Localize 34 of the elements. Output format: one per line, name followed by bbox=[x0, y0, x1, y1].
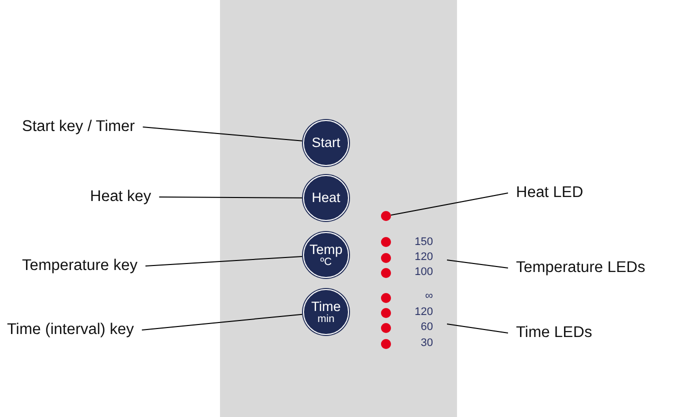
key-button: Temp ºC bbox=[303, 232, 349, 278]
scale-value: 100 bbox=[414, 266, 433, 279]
scale-value: 150 bbox=[414, 236, 433, 249]
led-indicator bbox=[381, 211, 391, 221]
led-indicator bbox=[381, 339, 391, 349]
callout-label: Start key / Timer bbox=[22, 117, 135, 137]
leader-line bbox=[446, 260, 508, 268]
led-indicator bbox=[381, 293, 391, 303]
key-button: Heat bbox=[303, 175, 349, 221]
callout-label: Temperature key bbox=[22, 256, 138, 276]
leader-line bbox=[144, 256, 303, 266]
scale-value: 30 bbox=[420, 337, 433, 350]
callout-label: Temperature LEDs bbox=[516, 258, 646, 278]
led-indicator bbox=[381, 253, 391, 263]
scale-value: 120 bbox=[414, 306, 433, 319]
key-button: Time min bbox=[303, 289, 349, 335]
leader-line bbox=[141, 314, 303, 330]
key-button: Start bbox=[303, 120, 349, 166]
led-indicator bbox=[381, 268, 391, 278]
scale-value: 120 bbox=[414, 251, 433, 264]
leader-line bbox=[158, 196, 302, 198]
led-indicator bbox=[381, 237, 391, 247]
scale-value: 60 bbox=[420, 321, 433, 334]
leader-line bbox=[446, 324, 508, 334]
callout-label: Heat key bbox=[90, 187, 152, 207]
scale-value: ∞ bbox=[424, 290, 433, 303]
leader-line bbox=[390, 192, 508, 216]
callout-label: Time (interval) key bbox=[7, 320, 134, 340]
control-panel bbox=[220, 0, 457, 417]
callout-label: Heat LED bbox=[516, 183, 584, 203]
leader-line bbox=[142, 126, 303, 142]
led-indicator bbox=[381, 308, 391, 318]
led-indicator bbox=[381, 323, 391, 333]
callout-label: Time LEDs bbox=[516, 323, 592, 343]
